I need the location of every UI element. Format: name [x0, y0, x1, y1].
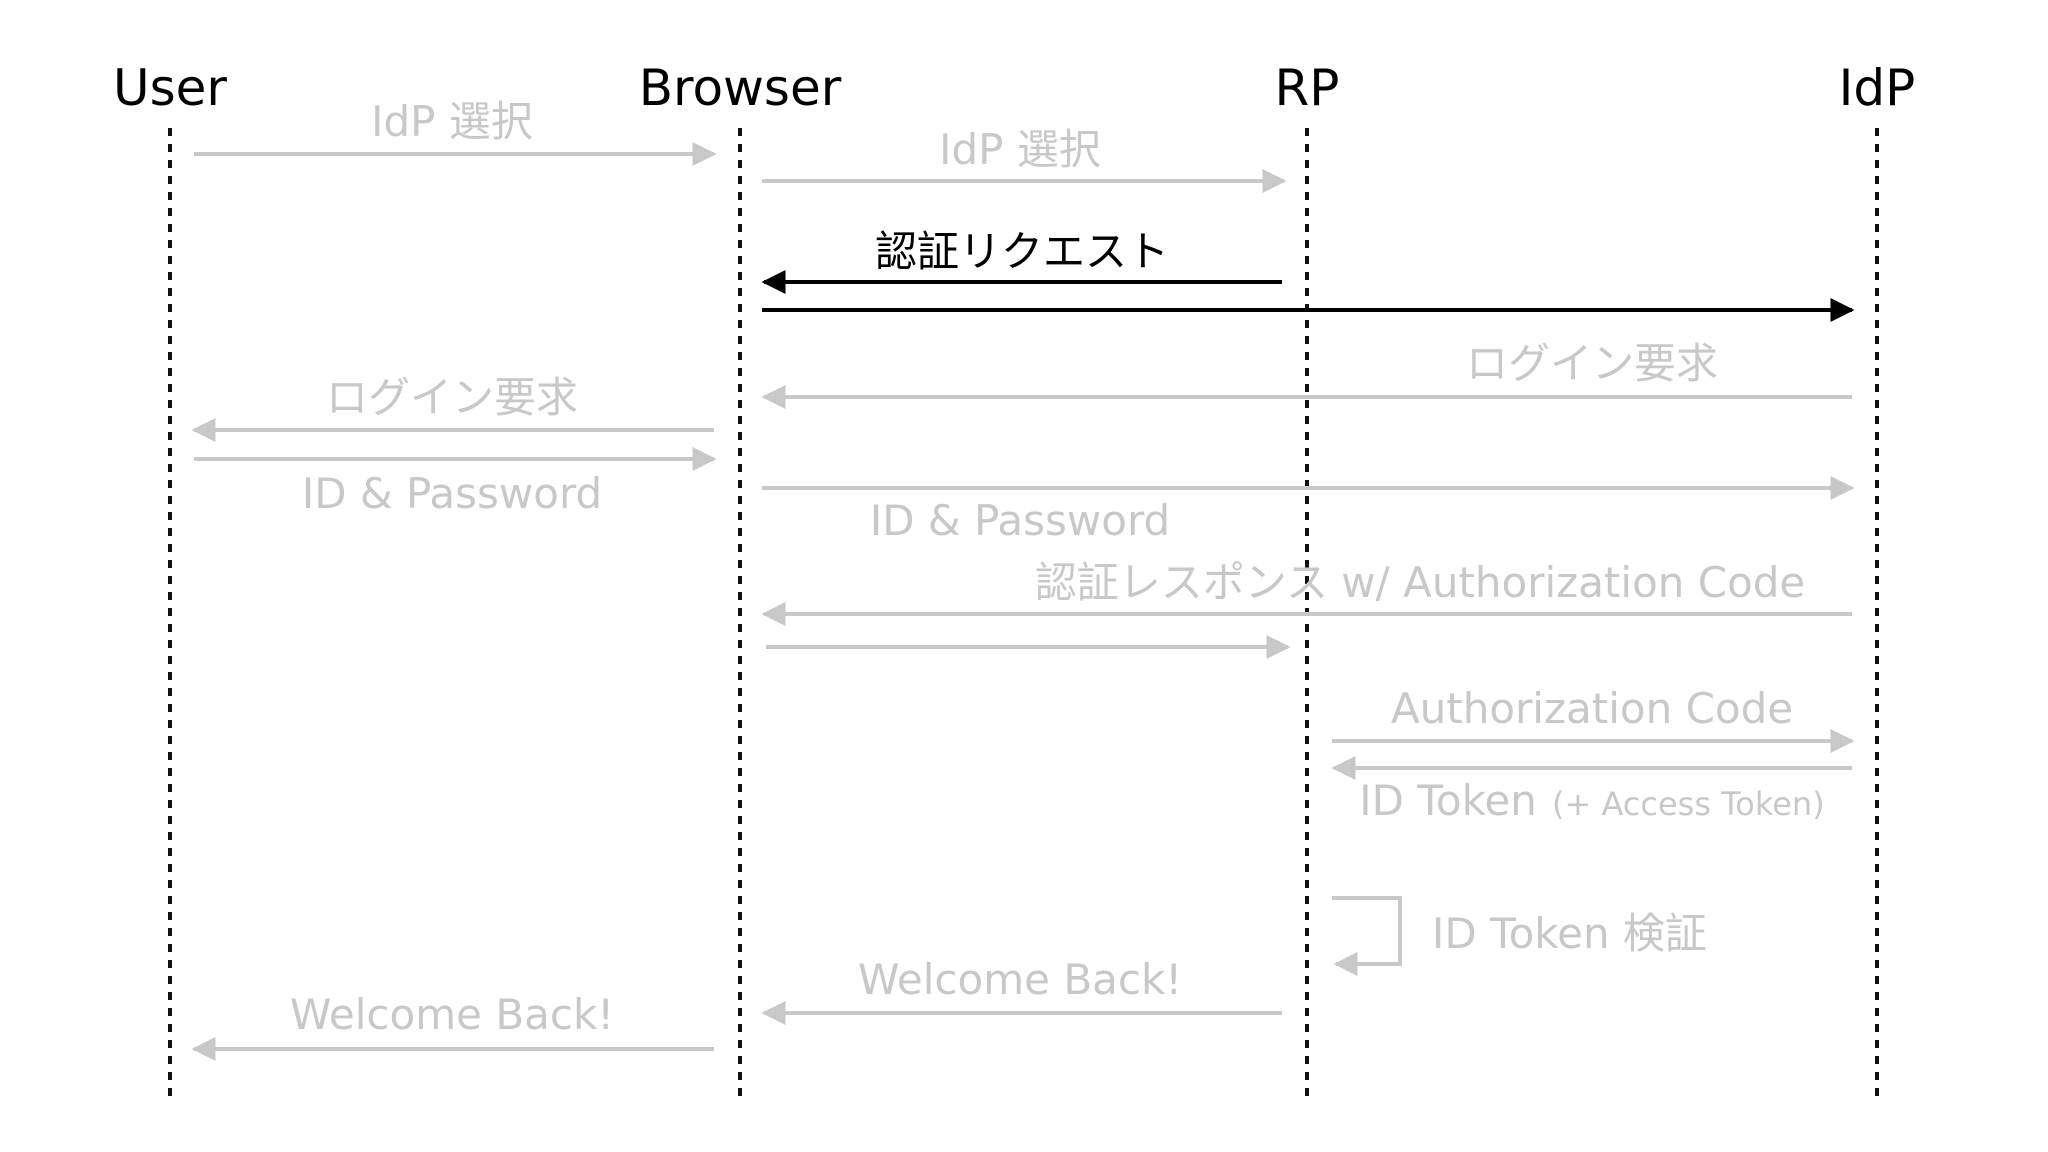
message-label-id-token: ID Token	[1359, 776, 1537, 825]
message-label-idp-select-browser: IdP 選択	[939, 125, 1101, 174]
message-arrow-id-token-verify	[1332, 896, 1402, 976]
message-label-idp-select-user: IdP 選択	[371, 97, 533, 146]
message-label-login-request-browser: ログイン要求	[326, 373, 578, 422]
message-label-credentials-browser: ID & Password	[870, 496, 1170, 545]
actor-label-user: User	[113, 59, 227, 117]
actor-label-browser: Browser	[639, 59, 842, 117]
message-label-welcome-rp: Welcome Back!	[858, 955, 1182, 1004]
message-label-id-token-group: ID Token (+ Access Token)	[1359, 776, 1824, 825]
message-label-id-token-verify: ID Token 検証	[1432, 909, 1707, 958]
message-label-auth-request: 認証リクエスト	[875, 227, 1169, 276]
actor-label-rp: RP	[1275, 59, 1340, 117]
message-label-authorization-code: Authorization Code	[1391, 684, 1793, 733]
actor-label-idp: IdP	[1839, 59, 1916, 117]
message-label-login-request-idp: ログイン要求	[1466, 339, 1718, 388]
message-sublabel-access-token: (+ Access Token)	[1552, 785, 1825, 823]
message-label-credentials-user: ID & Password	[302, 469, 602, 518]
message-label-welcome-browser: Welcome Back!	[290, 990, 614, 1039]
message-label-auth-response: 認証レスポンス w/ Authorization Code	[1035, 558, 1806, 607]
